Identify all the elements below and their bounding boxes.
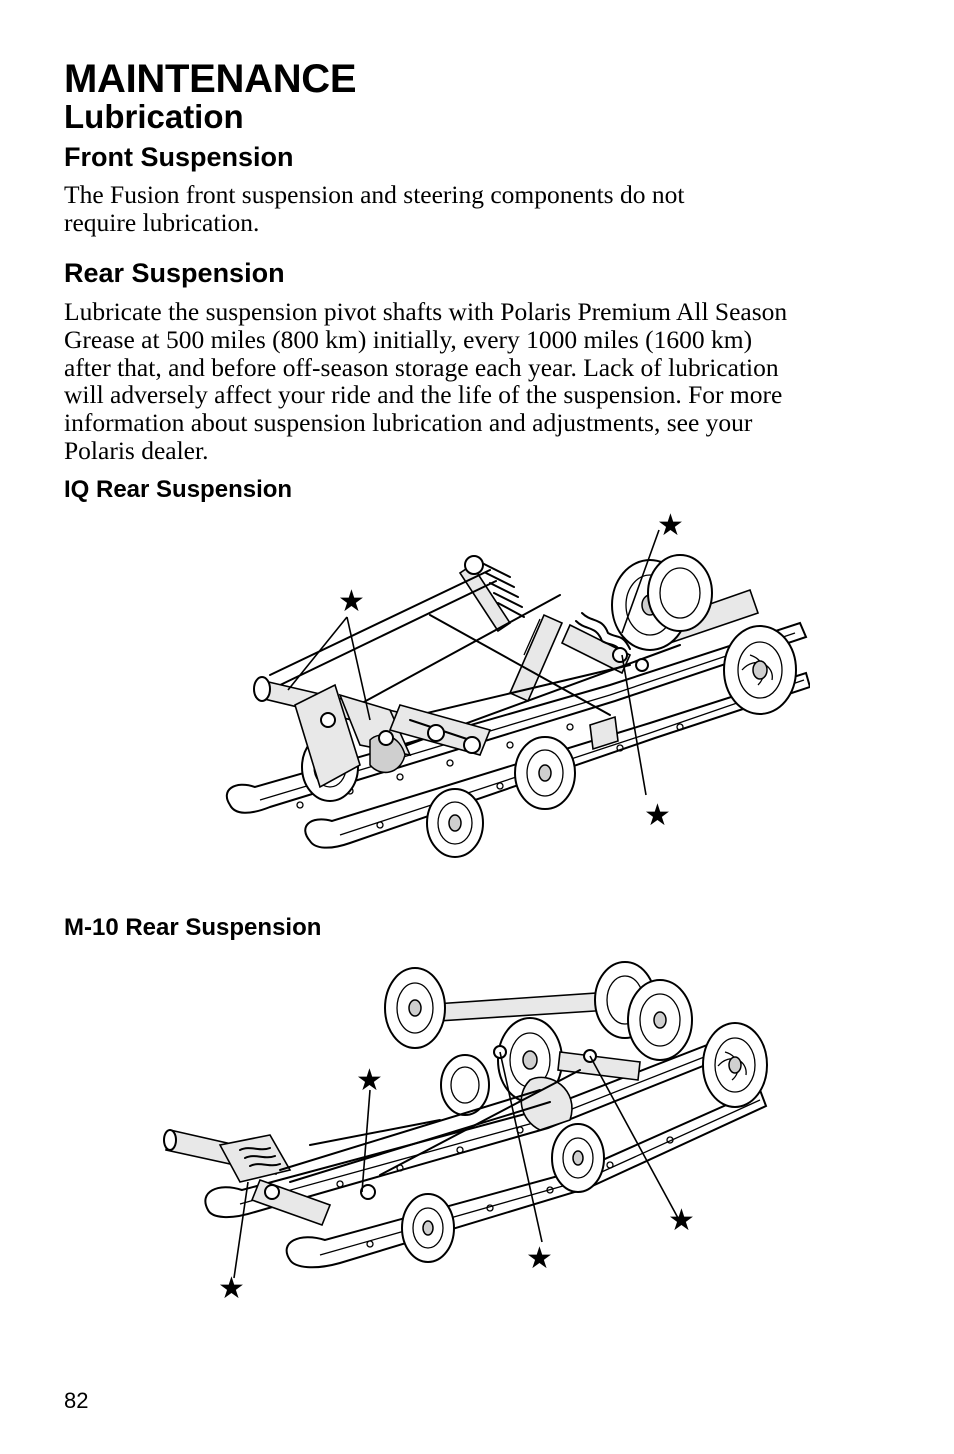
m10-figure-caption: M-10 Rear Suspension — [64, 914, 322, 941]
iq-figure-caption: IQ Rear Suspension — [64, 476, 293, 503]
iq-rear-wheel-top — [647, 554, 713, 632]
section-title: MAINTENANCE — [64, 57, 357, 101]
page-number: 82 — [64, 1388, 89, 1413]
m10-lube-point-star-1: ★ — [356, 1063, 383, 1098]
subsection-title: Lubrication — [64, 98, 244, 135]
rear-suspension-heading: Rear Suspension — [64, 258, 285, 288]
rear-suspension-text: Lubricate the suspension pivot shafts wi… — [64, 297, 788, 465]
m10-lube-point-star-2: ★ — [668, 1203, 695, 1238]
iq-rear-wheel-right — [723, 625, 797, 715]
front-suspension-text: The Fusion front suspension and steering… — [64, 180, 685, 237]
iq-lube-point-star-2: ★ — [657, 508, 684, 543]
m10-lube-point-star-3: ★ — [526, 1241, 553, 1276]
m10-lube-point-star-4: ★ — [218, 1271, 245, 1305]
iq-lube-point-star-1: ★ — [338, 584, 365, 619]
iq-lube-point-star-3: ★ — [644, 798, 671, 833]
m10-rear-suspension-illustration: ★ ★ ★ ★ ★ — [163, 961, 768, 1305]
front-suspension-heading: Front Suspension — [64, 142, 294, 172]
iq-rear-suspension-illustration: ★ ★ ★ — [225, 508, 810, 858]
